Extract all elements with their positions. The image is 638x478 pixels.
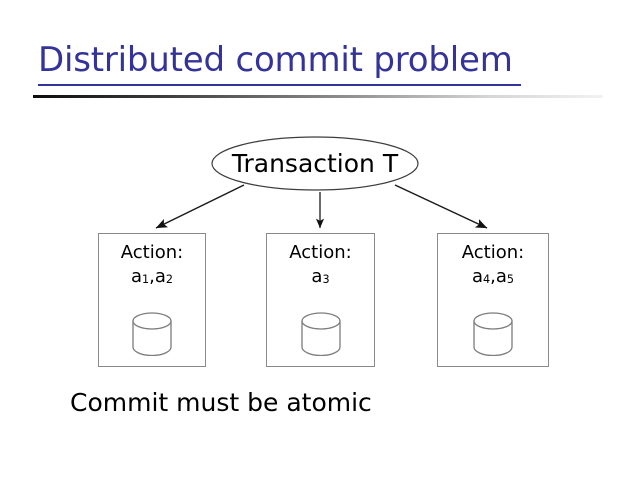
node-action-list: a3 <box>267 266 374 290</box>
action-separator: , <box>149 266 155 287</box>
slide-caption: Commit must be atomic <box>70 388 372 417</box>
node-box: Action: a3 <box>266 233 375 367</box>
title-divider-rule <box>33 95 603 98</box>
node-action-heading: Action: <box>120 242 184 263</box>
action-subscript: 1 <box>142 272 150 286</box>
action-item: a4 <box>471 266 491 287</box>
action-item: a1 <box>130 266 150 287</box>
action-subscript: 4 <box>483 272 491 286</box>
title-underline <box>38 84 521 86</box>
action-subscript: 2 <box>165 272 173 286</box>
arrow-to-node-1 <box>155 184 245 229</box>
action-item: a2 <box>154 266 173 287</box>
database-cylinder-icon <box>131 312 173 357</box>
database-cylinder-icon <box>472 312 514 357</box>
action-subscript: 3 <box>322 272 330 286</box>
action-item: a3 <box>311 266 330 287</box>
node-action-heading: Action: <box>289 242 352 263</box>
node-action-heading: Action: <box>461 242 525 263</box>
action-separator: , <box>490 266 496 287</box>
node-action-list: a1,a2 <box>99 266 205 290</box>
arrow-to-node-3 <box>394 184 488 229</box>
action-subscript: 5 <box>506 272 514 286</box>
transaction-label: Transaction T <box>231 149 399 178</box>
action-item: a5 <box>495 266 514 287</box>
node-box: Action: a4,a5 <box>437 233 549 367</box>
node-action-list: a4,a5 <box>438 266 548 290</box>
node-box: Action: a1,a2 <box>98 233 206 367</box>
database-cylinder-icon <box>300 312 342 357</box>
page-title: Distributed commit problem <box>38 40 513 80</box>
